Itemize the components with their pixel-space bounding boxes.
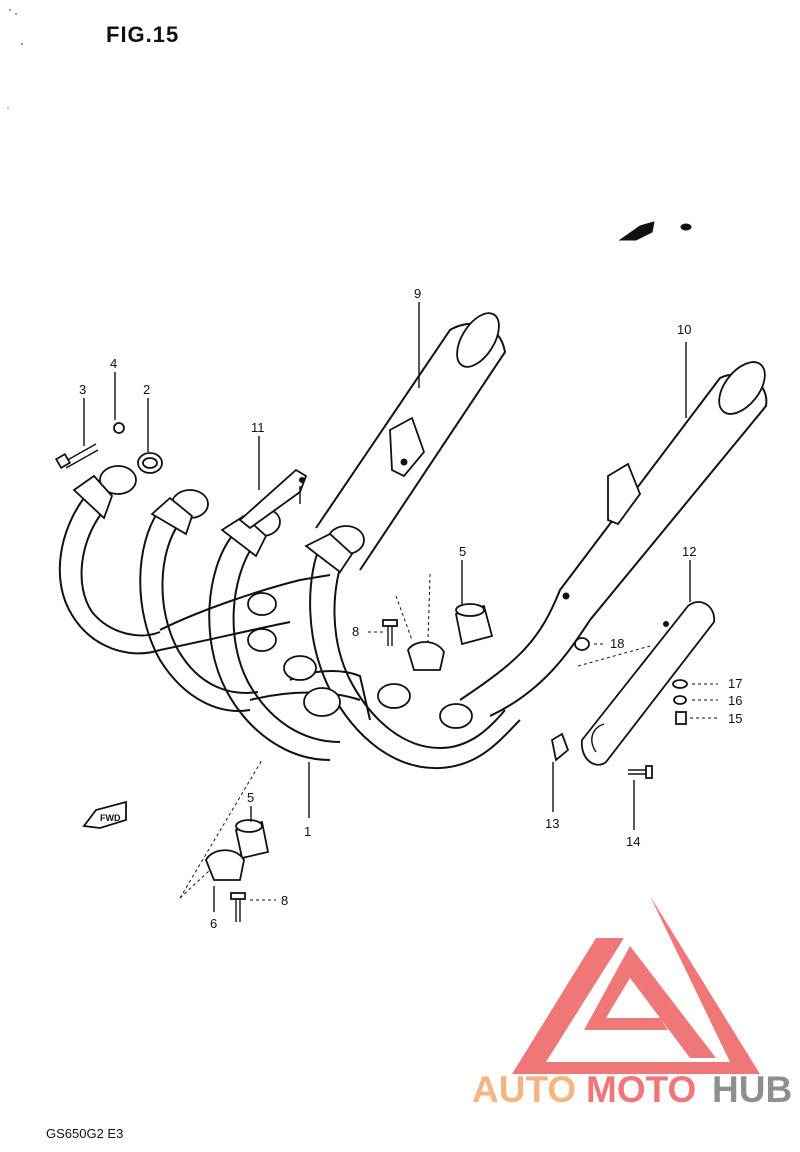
automotohub-logo: AUTO MOTO HUB xyxy=(472,896,792,1110)
protector-12 xyxy=(581,601,715,766)
fwd-label: FWD xyxy=(100,813,121,823)
stud-bolt-3 xyxy=(54,443,99,470)
bracket-13 xyxy=(550,732,570,762)
callout-6: 6 xyxy=(210,916,217,931)
callout-18: 18 xyxy=(610,636,624,651)
callout-4: 4 xyxy=(110,356,117,371)
callout-12: 12 xyxy=(682,544,696,559)
callout-5-lower: 5 xyxy=(247,790,254,805)
connector-5-lower xyxy=(234,819,270,860)
leader-lines xyxy=(83,302,718,912)
connector-5-upper xyxy=(454,603,494,646)
gasket-2 xyxy=(137,452,163,474)
muffler-9 xyxy=(315,312,507,571)
callout-14: 14 xyxy=(626,834,640,849)
callout-5-upper: 5 xyxy=(459,544,466,559)
callout-numbers: 1 2 3 4 5 5 6 8 8 9 10 11 12 13 14 15 16… xyxy=(79,286,742,931)
nut-4 xyxy=(113,422,125,434)
bracket-11 xyxy=(238,468,308,530)
exhaust-pipe-assembly xyxy=(58,465,521,770)
callout-8-upper: 8 xyxy=(352,624,359,639)
muffler-10 xyxy=(459,361,768,717)
callout-3: 3 xyxy=(79,382,86,397)
logo-triangle-icon xyxy=(512,896,760,1074)
cushion-18 xyxy=(574,637,590,651)
figure-title: FIG.15 xyxy=(106,22,179,47)
clamp-6 xyxy=(205,641,445,881)
model-code: GS650G2 E3 xyxy=(46,1126,123,1141)
logo-text-moto: MOTO xyxy=(586,1069,696,1110)
bolt-8 xyxy=(230,619,398,922)
callout-11: 11 xyxy=(251,420,265,435)
logo-text-hub: HUB xyxy=(712,1069,792,1110)
callout-9: 9 xyxy=(414,286,421,301)
callout-10: 10 xyxy=(677,322,691,337)
callout-13: 13 xyxy=(545,816,559,831)
callout-16: 16 xyxy=(728,693,742,708)
logo-text-auto: AUTO xyxy=(472,1069,576,1110)
callout-2: 2 xyxy=(143,382,150,397)
washer-16 xyxy=(673,695,687,705)
callout-8-lower: 8 xyxy=(281,893,288,908)
cushion-17 xyxy=(672,679,688,689)
bolt-14 xyxy=(628,765,653,779)
bolt-15 xyxy=(675,711,687,725)
callout-17: 17 xyxy=(728,676,742,691)
callout-15: 15 xyxy=(728,711,742,726)
callout-1: 1 xyxy=(304,824,311,839)
fwd-arrow: FWD xyxy=(82,800,127,829)
logo-inner-mark-icon xyxy=(584,946,716,1058)
scan-specks xyxy=(7,9,692,241)
